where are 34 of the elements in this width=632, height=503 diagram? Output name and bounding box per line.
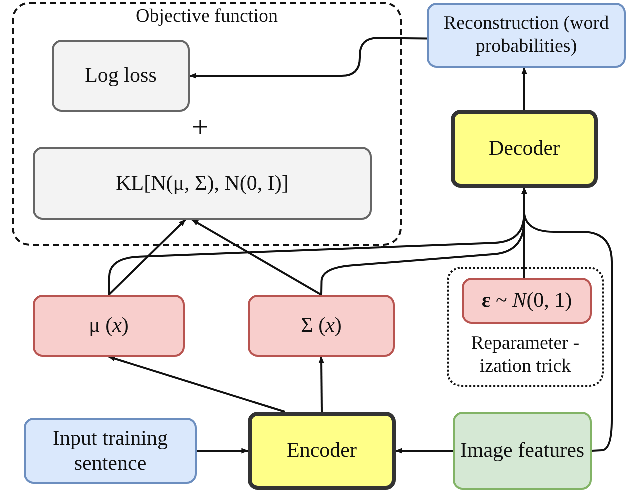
node-label: Reconstruction (word probabilities) (442, 12, 610, 58)
plus-sign: + (192, 113, 209, 143)
arrow (395, 448, 453, 454)
arrow (108, 219, 186, 296)
objective-group (12, 2, 402, 246)
trick-group (447, 267, 604, 387)
node-label: Input training sentence (52, 426, 169, 476)
node-label: Image features (460, 438, 585, 464)
latent-box (33, 295, 185, 357)
io-box (24, 418, 197, 484)
feature-box (453, 412, 592, 490)
network-box (451, 110, 598, 188)
arrow (108, 356, 286, 413)
node-label: Decoder (488, 136, 560, 162)
arrow (197, 448, 249, 454)
loss-box (33, 147, 372, 220)
loss-box (52, 40, 190, 112)
node-label: Objective function (136, 6, 278, 29)
node-label: KL[N(μ, Σ), N(0, I)] (116, 170, 289, 196)
node-label: ε ~ N(0, 1) (482, 288, 572, 314)
arrow (522, 67, 528, 110)
node-label: μ (x) (89, 313, 129, 339)
node-label: Σ (x) (301, 313, 342, 339)
node-label: Reparameter -ization trick (470, 333, 581, 379)
arrow (522, 187, 613, 452)
arrow (192, 219, 322, 296)
io-box (427, 3, 626, 68)
node-label: Encoder (287, 438, 357, 464)
arrow (189, 37, 428, 79)
latent-box (462, 278, 592, 324)
node-label: Log loss (85, 63, 157, 89)
latent-box (248, 295, 395, 357)
network-box (248, 412, 396, 490)
arrow (318, 356, 324, 412)
